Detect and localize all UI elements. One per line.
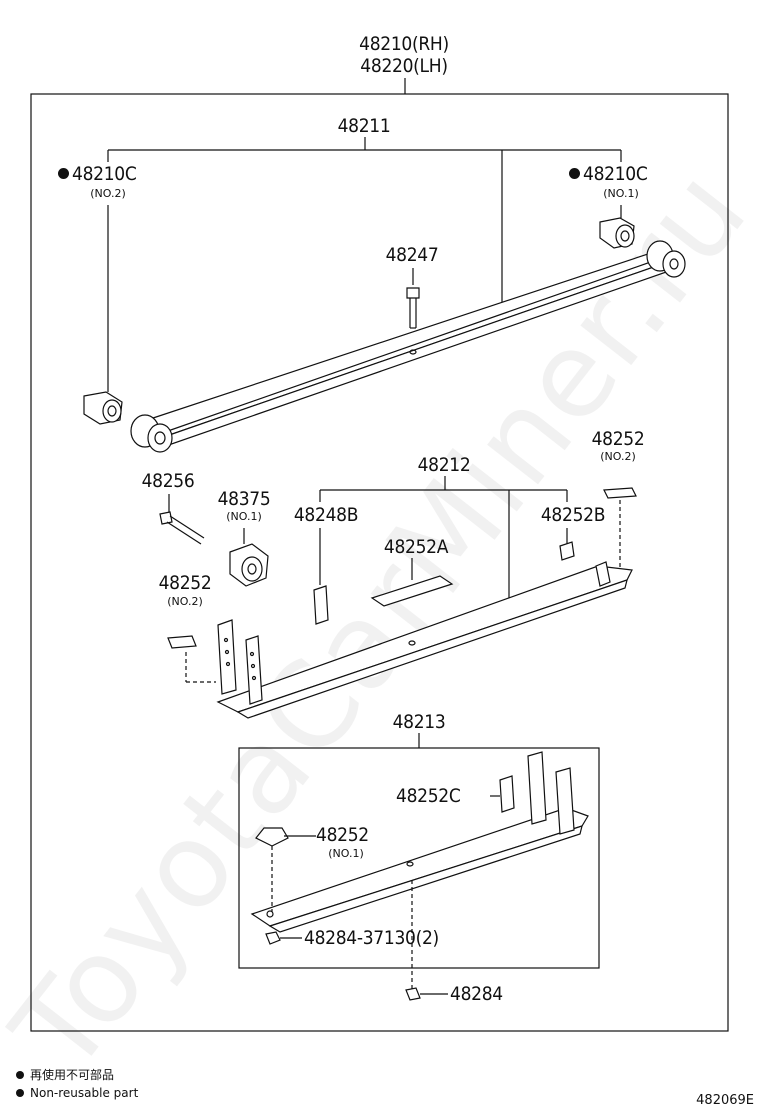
part-48212-label: 48212 [417,454,471,476]
legend-en: Non-reusable part [16,1086,138,1100]
leaf-spring-48213 [250,751,589,1001]
part-48211-label: 48211 [337,115,391,137]
center-bolt-48247 [406,287,420,329]
part-48252a-label: 48252A [383,536,449,558]
part-48247-label: 48247 [385,244,439,266]
non-reusable-dot-icon [569,168,580,179]
part-48252-no1-sub: (NO.1) [328,847,364,860]
assembly-frame [30,93,729,1032]
insulator-48252-no2-top [603,487,637,499]
part-48256-label: 48256 [141,470,195,492]
assembly-rh-label: 48210(RH) [359,33,449,55]
nut-48284-37130 [265,931,281,945]
part-48210c-no1-label: 48210C [569,164,648,184]
part-48210c-no1-sub: (NO.1) [603,187,639,200]
bushing-48210c-no1 [599,217,635,249]
part-48252-no1-label: 48252 [316,824,369,846]
bushing-48375 [229,528,269,587]
assembly-lh-label: 48220(LH) [360,55,448,77]
part-48375-label: 48375 [217,488,271,510]
clip-48252c [499,775,515,813]
part-48210c-no2-sub: (NO.2) [90,187,126,200]
insulator-48252-no2-left [167,635,197,649]
clip-48248b [313,585,329,625]
part-48284-37130-label: 48284-37130(2) [304,927,439,949]
leaf-spring-48212 [216,561,633,719]
bushing-48210c-no2 [83,391,123,425]
pad-48252-no1 [255,827,289,847]
part-48284-label: 48284 [450,983,503,1005]
bolt-48256 [159,494,205,545]
nut-48284 [405,987,421,1001]
non-reusable-dot-icon [58,168,69,179]
part-48213-label: 48213 [392,711,446,733]
part-48252-no2-left-label: 48252 [158,572,212,594]
non-reusable-dot-icon [16,1089,24,1097]
part-48375-sub: (NO.1) [226,510,262,523]
part-48252c-label: 48252C [396,785,461,807]
part-48252-no2-top-sub: (NO.2) [600,450,636,463]
part-48252b-label: 48252B [540,504,606,526]
part-48210c-no2-label: 48210C [58,164,137,184]
part-48252-no2-left-sub: (NO.2) [167,595,203,608]
legend-jp: 再使用不可部品 [16,1068,114,1082]
non-reusable-dot-icon [16,1071,24,1079]
leaf-spring-48211 [130,240,686,453]
clip-48252b [559,541,575,561]
pad-48252a [370,575,454,607]
part-48252-no2-top-label: 48252 [591,428,645,450]
part-48248b-label: 48248B [293,504,359,526]
diagram-code: 482069E [696,1093,754,1108]
